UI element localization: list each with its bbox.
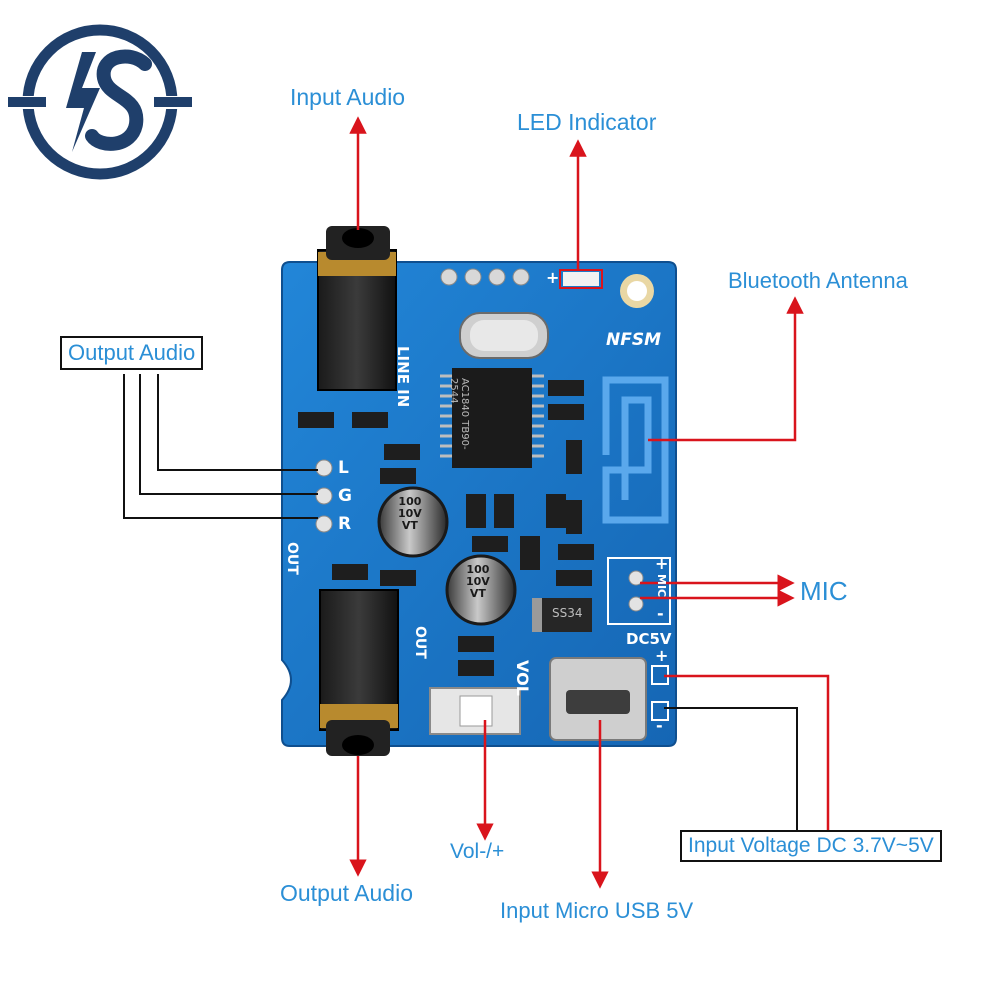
brand-logo: [8, 24, 192, 180]
pcb-board: [281, 226, 677, 756]
silk-dc-minus: -: [656, 716, 663, 735]
silk-dc-plus: +: [655, 646, 669, 665]
label-input-audio: Input Audio: [290, 84, 406, 110]
silk-mic-minus: -: [657, 604, 664, 623]
silk-mic-plus: +: [655, 554, 669, 573]
label-vol: Vol-/+: [450, 840, 505, 863]
label-output-audio-bottom: Output Audio: [280, 880, 413, 906]
silk-mic-text: MIC: [655, 574, 668, 598]
silk-dc5v: DC5V: [626, 630, 672, 648]
silk-chip: AC1840 TB90-2544: [448, 378, 470, 450]
silk-nfsm: NFSM: [606, 330, 662, 350]
label-bluetooth-antenna: Bluetooth Antenna: [728, 268, 908, 293]
silk-l: L: [338, 458, 349, 478]
label-input-usb: Input Micro USB 5V: [500, 898, 694, 923]
callout-arrows: [349, 116, 830, 889]
silk-diode: SS34: [552, 606, 583, 620]
silk-vol: VOL: [513, 660, 532, 696]
silk-line-in: LINE IN: [394, 346, 412, 408]
silk-out-left: OUT: [284, 542, 300, 575]
label-output-audio-left: Output Audio: [60, 336, 204, 370]
silk-out-jack: OUT: [412, 626, 428, 659]
label-led-indicator: LED Indicator: [517, 109, 657, 135]
label-mic: MIC: [800, 576, 848, 606]
label-input-voltage: Input Voltage DC 3.7V~5V: [680, 830, 942, 862]
silk-r: R: [338, 514, 352, 534]
silk-g: G: [338, 486, 352, 506]
silk-led-plus: +: [546, 268, 560, 287]
callout-lines-black: [123, 374, 798, 830]
